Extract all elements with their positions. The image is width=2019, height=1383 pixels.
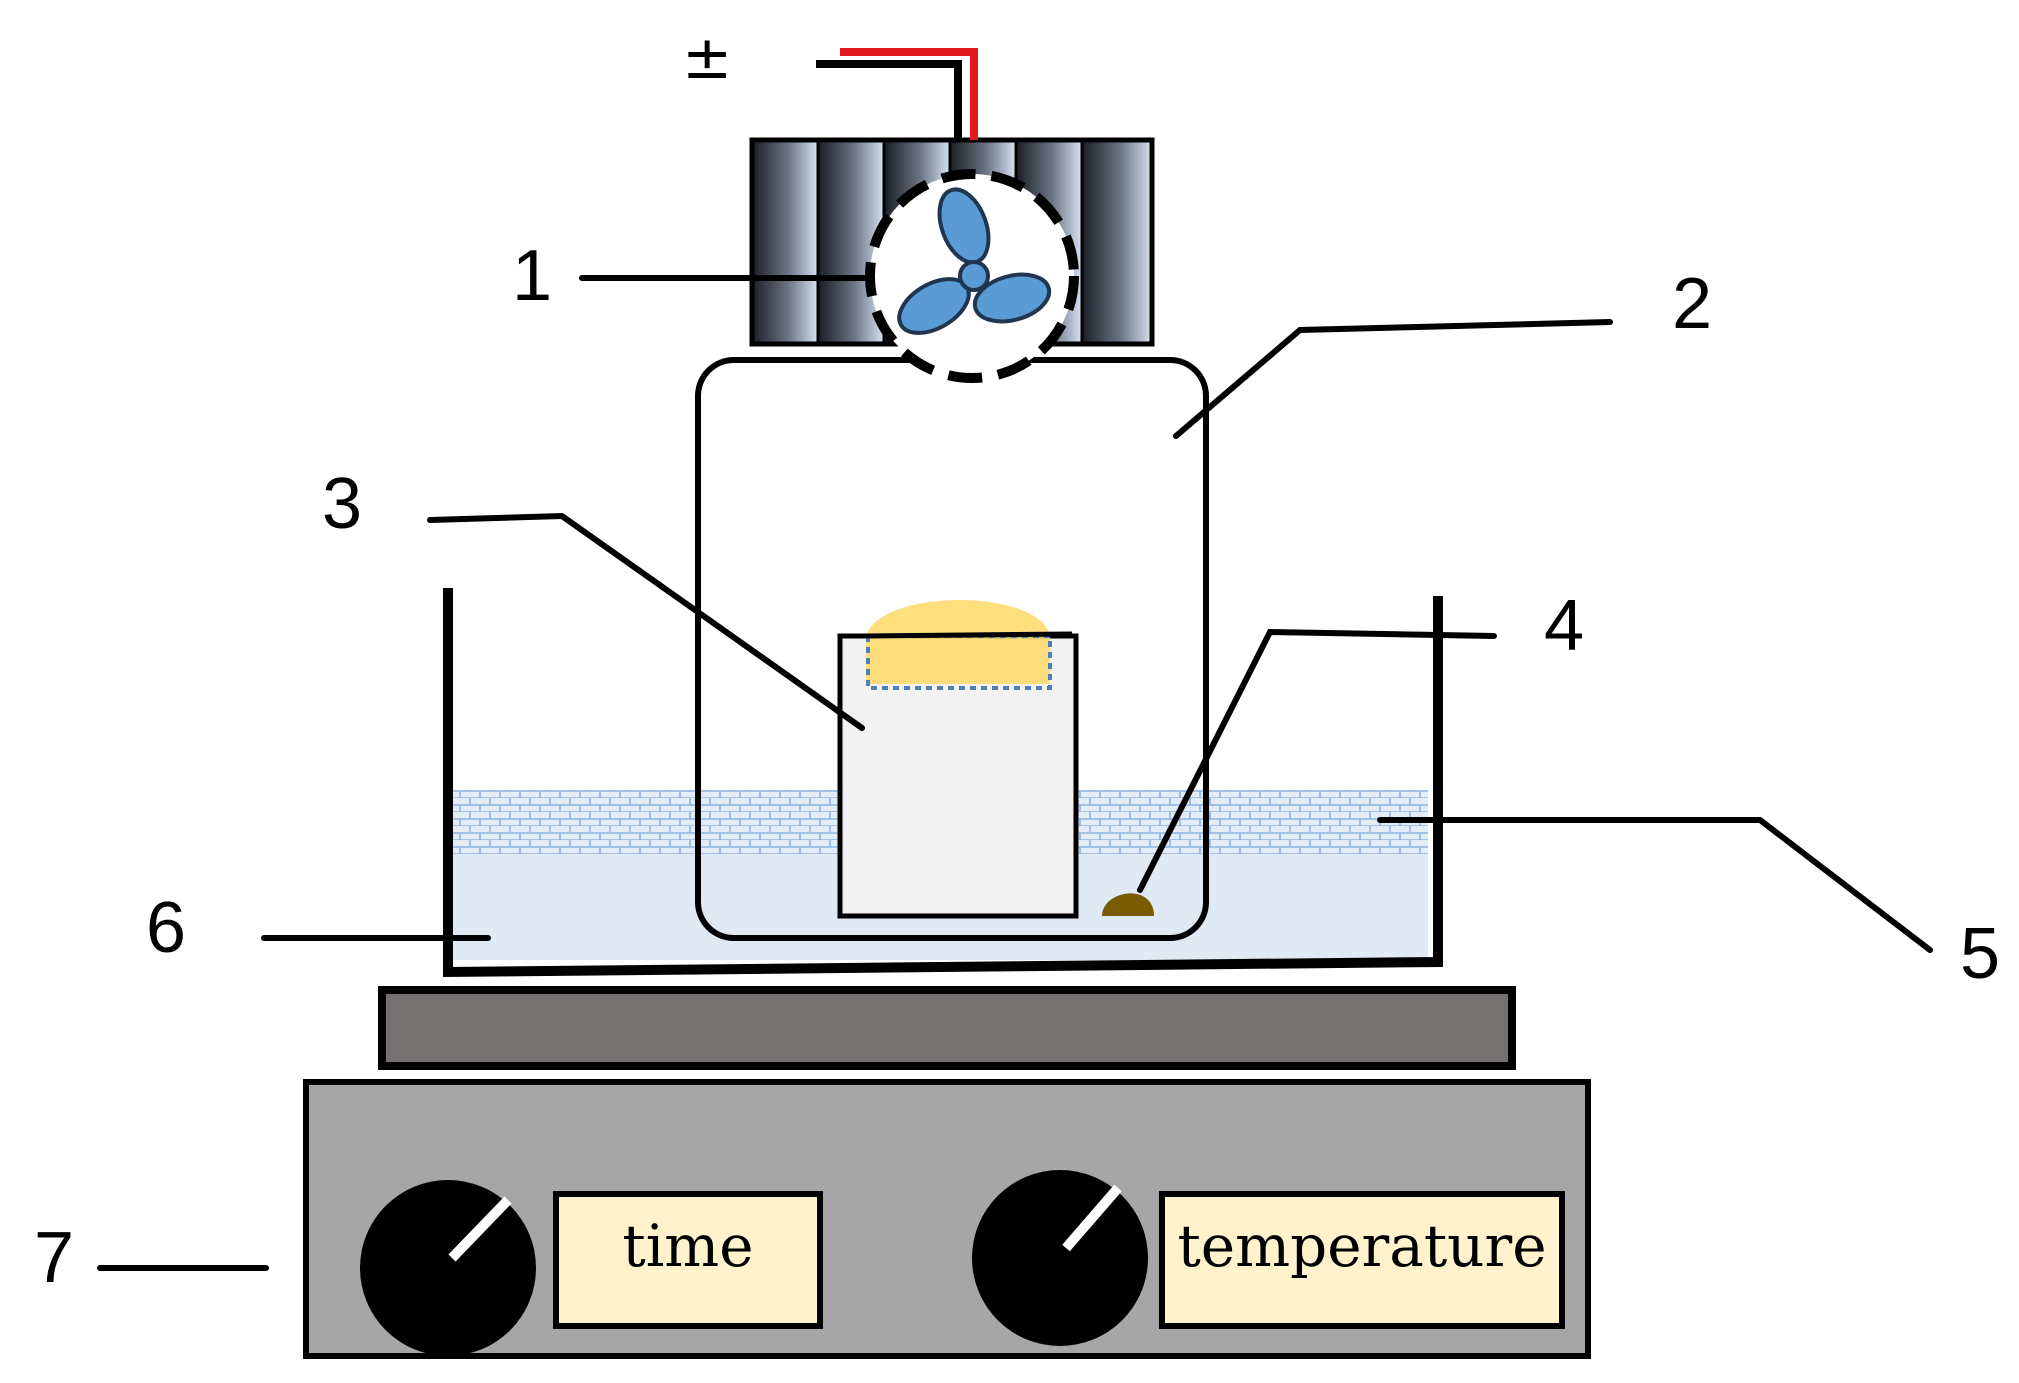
callout-1: 1 — [512, 236, 552, 316]
temperature-display — [1159, 1191, 1565, 1329]
callout-numbers: 1 2 3 4 5 6 7 — [34, 236, 2000, 1298]
callout-2: 2 — [1672, 264, 1712, 344]
wire-positive — [840, 48, 978, 140]
power-symbol: ± — [682, 23, 732, 93]
sample-surface — [865, 631, 1073, 639]
callout-6: 6 — [146, 888, 186, 968]
time-display — [553, 1191, 823, 1329]
bath-container — [443, 588, 1443, 978]
sample-tube — [837, 600, 1079, 919]
stir-bar — [1102, 893, 1154, 916]
leader-3 — [427, 512, 865, 731]
hotplate-stirrer: time temperature — [303, 986, 1591, 1359]
knob-icon[interactable] — [360, 1180, 536, 1356]
time-label: time — [622, 1212, 753, 1280]
leader-4 — [1137, 628, 1497, 893]
fan-icon — [865, 169, 1079, 383]
leader-lines — [97, 275, 1933, 1271]
wire-negative — [816, 60, 962, 140]
hotplate-top — [378, 986, 1516, 1070]
callout-7: 7 — [34, 1218, 74, 1298]
sample-cap — [866, 600, 1050, 684]
temperature-label: temperature — [1177, 1212, 1546, 1280]
power-wires — [816, 48, 978, 140]
leader-5 — [1377, 817, 1933, 953]
knob-icon[interactable] — [972, 1170, 1148, 1346]
callout-3: 3 — [322, 464, 362, 544]
callout-5: 5 — [1960, 914, 2000, 994]
callout-4: 4 — [1544, 586, 1584, 666]
leader-2 — [1173, 319, 1613, 439]
